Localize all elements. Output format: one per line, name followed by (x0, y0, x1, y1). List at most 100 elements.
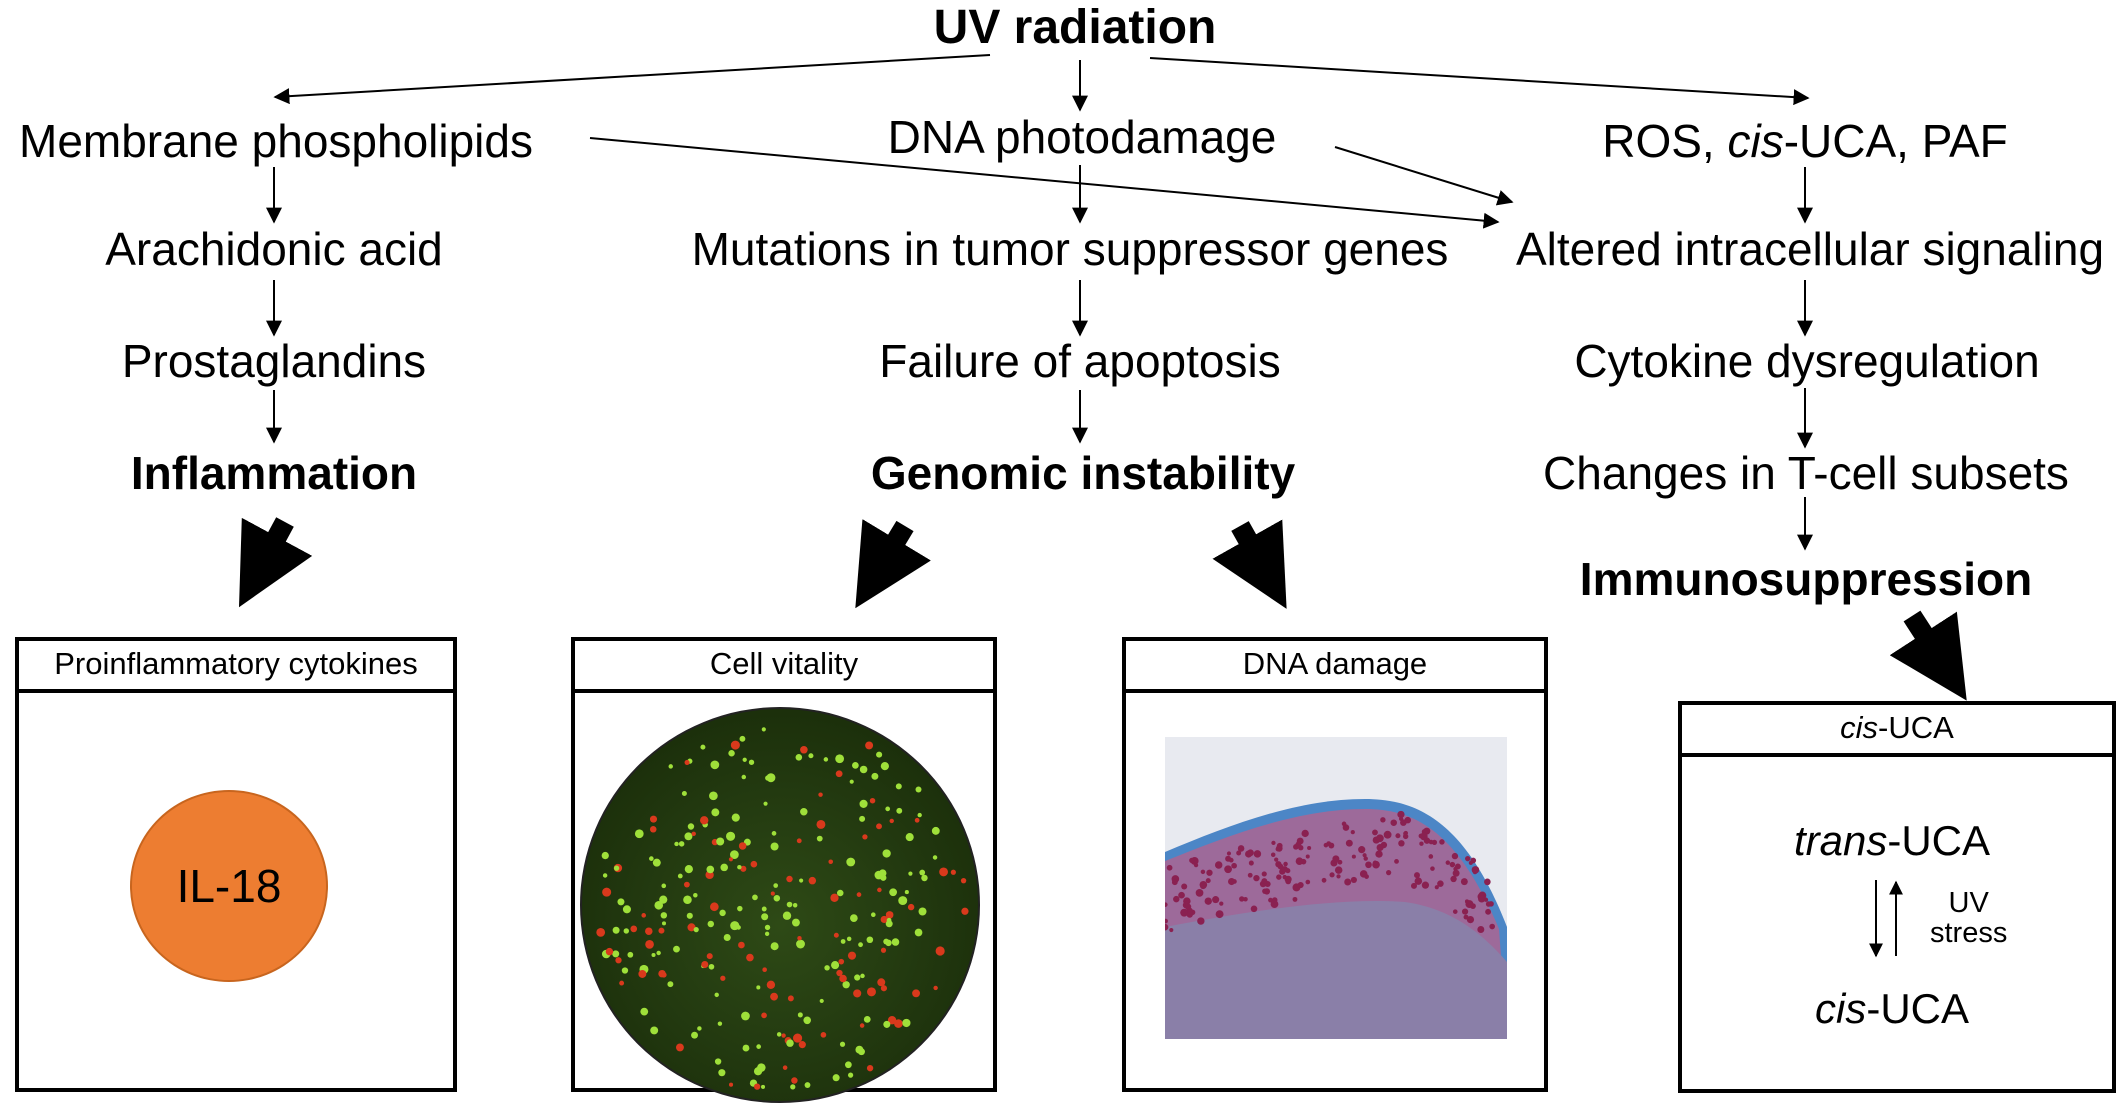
micrograph-cell (730, 850, 739, 859)
micrograph-cell (859, 815, 866, 822)
micrograph-cell (786, 1039, 794, 1047)
micrograph-cell (859, 765, 868, 774)
histology-nucleus (1452, 909, 1458, 914)
micrograph-cell (939, 867, 948, 877)
micrograph-cell (880, 915, 888, 924)
micrograph-cell (908, 871, 913, 876)
histology-nucleus (1477, 925, 1485, 933)
histology-nucleus (1395, 833, 1401, 839)
micrograph-cell (700, 744, 706, 750)
micrograph-cell (681, 790, 687, 796)
micrograph-cell (687, 923, 696, 932)
histology-nucleus (1261, 871, 1267, 877)
histology-nucleus (1206, 869, 1213, 876)
micrograph-cell (693, 892, 698, 898)
micrograph-cell (716, 837, 725, 846)
histology-nucleus (1400, 819, 1407, 826)
micrograph-cell (761, 913, 769, 921)
micrograph-cell (728, 1082, 734, 1087)
micrograph-cell (602, 873, 608, 878)
micrograph-cell (714, 1058, 722, 1065)
histology-nucleus (1173, 895, 1180, 903)
micrograph-cell (797, 1012, 803, 1018)
histology-nucleus (1165, 918, 1168, 924)
histology-nucleus (1383, 830, 1392, 839)
micrograph-cell (853, 989, 862, 998)
histology-nucleus (1184, 903, 1192, 910)
histology-nucleus (1351, 854, 1356, 859)
panel-title-cis-uca: cis-UCA (1682, 705, 2112, 757)
histology-nucleus (1193, 862, 1199, 868)
micrograph-cell (781, 1033, 786, 1038)
micrograph-cell (686, 912, 693, 919)
histology-nucleus (1451, 852, 1459, 860)
histology-nucleus (1341, 821, 1347, 827)
micrograph-cell (684, 759, 690, 765)
node-ros: ROS, cis-UCA, PAF (1602, 118, 2008, 164)
histology-nucleus (1305, 854, 1310, 859)
micrograph-cell (800, 745, 808, 754)
node-inflammation: Inflammation (130, 447, 418, 499)
histology-nucleus (1169, 927, 1174, 933)
micrograph-cell (835, 770, 843, 778)
histology-nucleus (1466, 915, 1475, 924)
histology-nucleus (1484, 878, 1491, 886)
histology-nucleus (1274, 857, 1279, 862)
micrograph-cell (668, 764, 673, 769)
micrograph-cell (761, 1012, 767, 1019)
micrograph-cell (896, 807, 903, 814)
micrograph-cell (706, 953, 713, 960)
micrograph-cell (885, 911, 894, 919)
micrograph-cell (820, 1032, 827, 1038)
micrograph-cell (634, 829, 644, 839)
micrograph-cell (798, 1041, 806, 1049)
micrograph-cell (677, 873, 683, 879)
histology-nucleus (1200, 869, 1206, 875)
micrograph-cell (869, 797, 876, 804)
node-membrane-phospholipids: Membrane phospholipids (19, 115, 533, 167)
node-altered-signaling: Altered intracellular signaling (1515, 223, 2105, 275)
micrograph-cell (683, 881, 690, 888)
node-immunosuppression: Immunosuppression (1579, 553, 2033, 605)
histology-nucleus (1283, 861, 1288, 867)
micrograph-cell (740, 865, 747, 872)
micrograph-cell (793, 1033, 803, 1043)
histology-nucleus (1449, 861, 1456, 868)
micrograph-cell (651, 952, 656, 958)
histology-nucleus (1276, 874, 1282, 880)
node-mutations: Mutations in tumor suppressor genes (691, 223, 1449, 275)
micrograph-cell (717, 1021, 723, 1026)
micrograph-cell (782, 911, 792, 920)
micrograph-cell (658, 927, 665, 934)
histology-nucleus (1372, 860, 1378, 866)
micrograph-cell (730, 740, 740, 750)
micrograph-cell (887, 1016, 897, 1025)
micrograph-cell (753, 1067, 763, 1076)
micrograph-cell (786, 875, 793, 883)
micrograph-cell (619, 980, 625, 986)
histology-nucleus (1275, 861, 1282, 868)
micrograph-cell (738, 941, 745, 949)
histology-nucleus (1359, 870, 1368, 878)
micrograph-cell (674, 841, 679, 847)
micrograph-cell (792, 903, 798, 908)
histology-nucleus (1398, 840, 1405, 847)
big-arrow-immuno (1889, 610, 1967, 701)
micrograph-cell (877, 887, 882, 893)
histology-nucleus (1332, 855, 1340, 863)
micrograph-cell (691, 1031, 698, 1039)
micrograph-cell (808, 876, 817, 885)
micrograph-cell (770, 942, 779, 951)
histology-nucleus (1178, 891, 1185, 899)
micrograph-cell (761, 727, 766, 732)
micrograph-cell (858, 942, 863, 948)
micrograph-cell (763, 801, 768, 806)
uv-stress-label: UV stress (1930, 888, 2007, 949)
micrograph-cell (630, 925, 638, 933)
micrograph-cell (673, 945, 680, 953)
micrograph-cell (950, 869, 956, 875)
histology-nucleus (1472, 869, 1478, 875)
histology-nucleus (1394, 858, 1399, 864)
uv-stress-line1: UV (1948, 887, 1989, 919)
micrograph-cell (880, 762, 889, 771)
